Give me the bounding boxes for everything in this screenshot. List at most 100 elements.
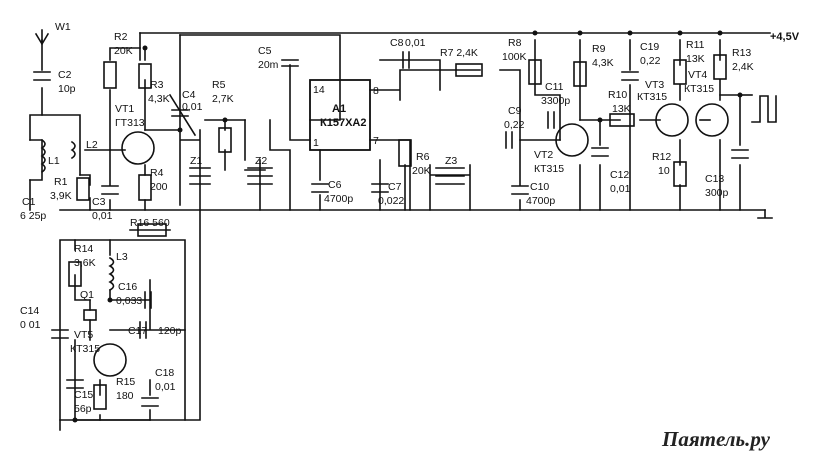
c2-value: 10p	[58, 83, 76, 95]
r1-name: R1	[54, 176, 68, 188]
c9-name: C9	[508, 105, 522, 117]
c15-name: C15	[74, 389, 93, 401]
vt4-transistor	[695, 103, 729, 137]
r5-name: R5	[212, 79, 226, 91]
c11-value: 3300p	[541, 95, 570, 107]
r7-label: R7 2,4K	[440, 47, 478, 59]
c17-value: 120p	[158, 325, 182, 337]
c19-value: 0,22	[640, 55, 661, 67]
c4-name: C4	[182, 89, 196, 101]
l3-label: L3	[116, 251, 128, 263]
z2-label: Z2	[255, 155, 267, 167]
r9-value: 4,3K	[592, 57, 614, 69]
q1-label: Q1	[80, 289, 94, 301]
a1-type: К157ХА2	[320, 117, 366, 129]
c7-capacitor	[371, 183, 389, 193]
r10-value: 13K	[612, 103, 631, 115]
r2-value: 20K	[114, 45, 133, 57]
a1-ic	[309, 79, 371, 151]
r13-value: 2,4K	[732, 61, 754, 73]
r6-value: 20K	[412, 165, 431, 177]
a1-pin7: 7	[373, 135, 379, 147]
r1-value: 3,9K	[50, 190, 72, 202]
c6-capacitor	[311, 183, 329, 193]
c11-capacitor	[547, 111, 555, 129]
vt1-type: ГТ313	[115, 117, 145, 129]
l2-label: L2	[86, 139, 98, 151]
vt2-name: VT2	[534, 149, 553, 161]
c17-name: C17	[128, 325, 147, 337]
r8-resistor	[528, 59, 542, 85]
c2-name: C2	[58, 69, 72, 81]
r11-name: R11	[686, 39, 705, 51]
r6-resistor	[398, 139, 412, 167]
c6-value: 4700p	[324, 193, 353, 205]
c19-name: C19	[640, 41, 659, 53]
r12-value: 10	[658, 165, 670, 177]
c13-capacitor	[731, 149, 749, 159]
r11-resistor	[673, 59, 687, 85]
r6-name: R6	[416, 151, 430, 163]
vt1-transistor	[121, 131, 155, 165]
c9-capacitor	[505, 131, 513, 149]
c18-value: 0,01	[155, 381, 176, 393]
r16-resistor	[137, 223, 167, 237]
vt2-transistor	[555, 123, 589, 157]
r13-resistor	[713, 54, 727, 80]
r3-name: R3	[150, 79, 164, 91]
r12-resistor	[673, 161, 687, 187]
r12-name: R12	[652, 151, 671, 163]
c5-value: 20m	[258, 59, 279, 71]
vt3-name: VT3	[645, 79, 664, 91]
c4-value: 0,01	[182, 101, 203, 113]
r8-name: R8	[508, 37, 522, 49]
vt3-transistor	[655, 103, 689, 137]
a1-pin14: 14	[313, 84, 325, 96]
c12-value: 0,01	[610, 183, 631, 195]
vt4-type: КТ315	[684, 83, 714, 95]
r15-resistor	[93, 384, 107, 410]
c17-capacitor	[139, 321, 147, 339]
r10-resistor	[609, 113, 635, 127]
vt5-transistor	[93, 343, 127, 377]
z3-filter	[435, 167, 465, 185]
vt2-type: КТ315	[534, 163, 564, 175]
c18-capacitor	[141, 397, 159, 407]
r4-name: R4	[150, 167, 164, 179]
c10-capacitor	[511, 185, 529, 195]
r14-resistor	[68, 261, 82, 287]
c12-capacitor	[591, 147, 609, 157]
z1-filter	[189, 167, 211, 185]
c15-value: 56p	[74, 403, 92, 415]
l1-label: L1	[48, 155, 60, 167]
c14-value: 0 01	[20, 319, 41, 331]
c14-name: C14	[20, 305, 39, 317]
r3-resistor	[138, 63, 152, 89]
c16-capacitor	[144, 291, 152, 309]
output-pulse-symbol	[751, 95, 777, 123]
c15-capacitor	[66, 379, 84, 389]
l3-coil	[108, 256, 115, 292]
r1-resistor	[76, 177, 90, 201]
c4-capacitor	[171, 109, 189, 117]
a1-name: A1	[332, 103, 346, 115]
a1-pin8: 8	[373, 85, 379, 97]
r9-resistor	[573, 61, 587, 87]
r14-name: R14	[74, 243, 93, 255]
c1-name: C1	[22, 196, 36, 208]
r7-resistor	[455, 63, 483, 77]
q1-crystal	[83, 309, 97, 321]
antenna-label: W1	[55, 21, 71, 33]
vt5-name: VT5	[74, 329, 93, 341]
r15-name: R15	[116, 376, 135, 388]
z1-label: Z1	[190, 155, 202, 167]
c3-value: 0,01	[92, 210, 113, 222]
l2-coil	[70, 140, 76, 160]
c7-value: 0,022	[378, 195, 404, 207]
r3-value: 4,3K	[148, 93, 170, 105]
c2-capacitor	[33, 71, 51, 81]
c8-capacitor	[402, 51, 410, 69]
components	[33, 30, 777, 423]
r5-value: 2,7K	[212, 93, 234, 105]
